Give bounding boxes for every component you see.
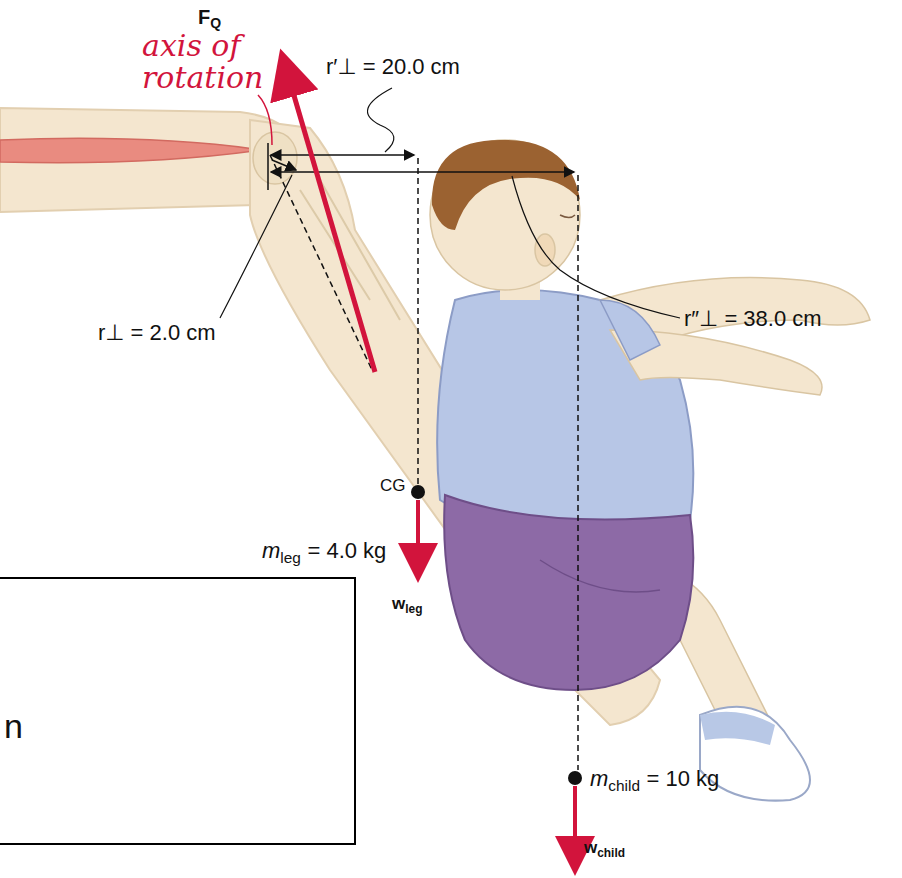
mass-subscript: child: [608, 777, 640, 794]
label-group: CG: [380, 476, 406, 496]
weight-subscript: leg: [405, 602, 422, 616]
box-text: n: [4, 707, 23, 746]
mass-symbol: m: [262, 538, 280, 563]
label-group: r′⊥ = 20.0 cm: [326, 54, 460, 80]
mass-subscript: leg: [280, 549, 301, 566]
cg-label: CG: [380, 476, 406, 495]
force-subscript: Q: [210, 15, 221, 31]
axis-note: axis of rotation: [142, 30, 292, 93]
label-group: wchild: [584, 838, 625, 860]
dimension-label: r″⊥ = 38.0 cm: [684, 306, 822, 331]
label-group: mchild = 10 kg: [590, 766, 719, 795]
label-group: r⊥ = 2.0 cm: [98, 320, 216, 346]
label-group: FQ: [198, 6, 221, 31]
label-group: axis of rotation: [142, 30, 292, 95]
label-group: mleg = 4.0 kg: [262, 538, 386, 567]
weight-subscript: child: [597, 846, 625, 860]
mass-value: = 10 kg: [647, 766, 720, 791]
weight-symbol: w: [584, 838, 597, 857]
label-group: wleg: [392, 594, 422, 616]
mass-symbol: m: [590, 766, 608, 791]
force-symbol: F: [198, 6, 210, 28]
overlay-box: n: [0, 577, 356, 845]
weight-symbol: w: [392, 594, 405, 613]
label-group: r″⊥ = 38.0 cm: [684, 306, 822, 332]
mass-value: = 4.0 kg: [307, 538, 386, 563]
dimension-label: r′⊥ = 20.0 cm: [326, 54, 460, 79]
dimension-label: r⊥ = 2.0 cm: [98, 320, 216, 345]
